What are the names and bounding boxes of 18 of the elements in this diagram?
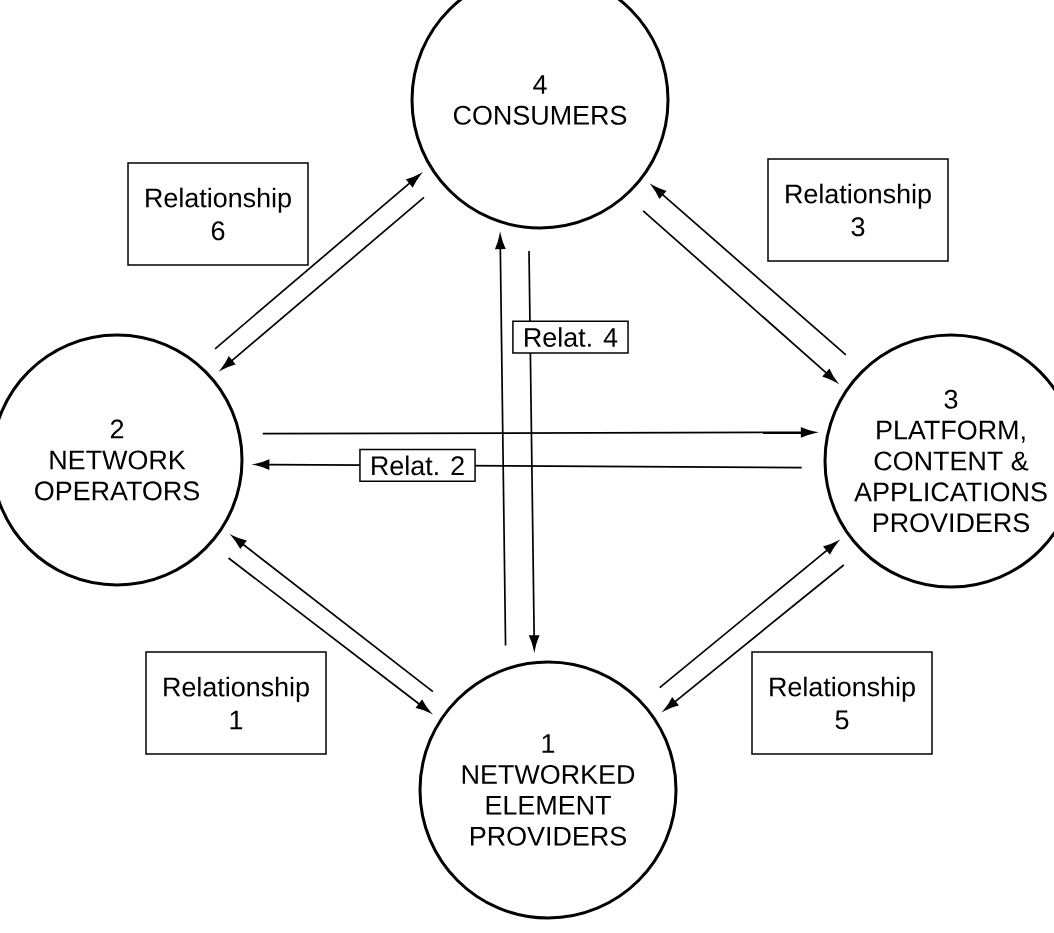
arrow (231, 535, 434, 693)
edge-label: Relat. 2 (359, 448, 476, 482)
label-box: Relationship 5 (751, 651, 933, 755)
arrow (220, 196, 425, 370)
arrow (642, 209, 837, 383)
arrow (495, 234, 507, 647)
edge-label: Relat. 4 (512, 320, 629, 354)
circle-node: 1 NETWORKED ELEMENT PROVIDERS (418, 660, 678, 920)
arrow (214, 173, 421, 350)
label-box: Relationship 1 (145, 651, 327, 755)
arrow (651, 185, 847, 356)
arrow (227, 557, 431, 713)
arrow (261, 427, 816, 438)
arrow (658, 541, 838, 689)
arrow (528, 250, 540, 650)
label-box: Relationship 3 (767, 158, 949, 262)
label-box: Relationship 6 (127, 162, 309, 266)
arrow (664, 564, 845, 711)
